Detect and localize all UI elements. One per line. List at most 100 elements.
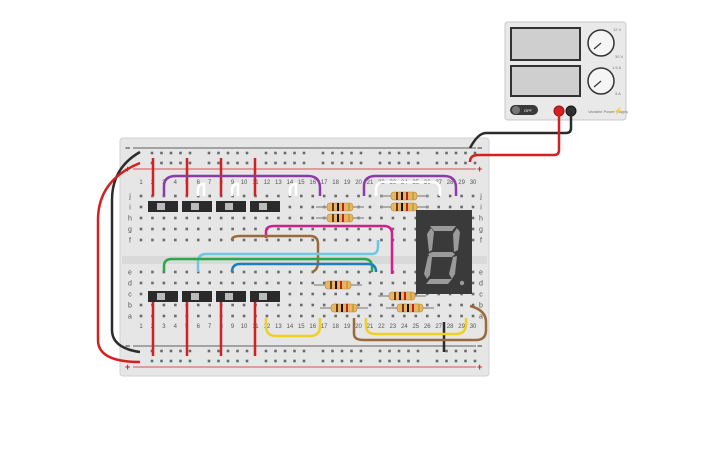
breadboard-hole[interactable]	[380, 303, 383, 307]
purple-wire-right[interactable]	[362, 174, 458, 196]
rail-hole[interactable]	[407, 359, 410, 363]
breadboard-hole[interactable]	[425, 314, 429, 318]
rail-hole[interactable]	[435, 161, 439, 165]
rail-hole[interactable]	[226, 151, 230, 155]
rail-hole[interactable]	[169, 151, 173, 155]
rail-hole[interactable]	[160, 161, 163, 165]
breadboard-hole[interactable]	[300, 303, 303, 307]
rail-hole[interactable]	[302, 349, 306, 353]
breadboard-hole[interactable]	[414, 281, 418, 285]
rail-hole[interactable]	[359, 359, 363, 363]
rail-hole[interactable]	[407, 349, 410, 353]
breadboard-hole[interactable]	[322, 270, 326, 274]
breadboard-hole[interactable]	[437, 303, 440, 307]
breadboard-hole[interactable]	[242, 238, 246, 242]
breadboard-hole[interactable]	[151, 216, 154, 220]
breadboard-hole[interactable]	[231, 216, 234, 220]
rail-hole[interactable]	[397, 161, 401, 165]
breadboard-hole[interactable]	[162, 216, 166, 220]
breadboard-hole[interactable]	[414, 314, 418, 318]
breadboard-hole[interactable]	[219, 281, 223, 285]
breadboard-hole[interactable]	[277, 314, 280, 318]
breadboard-hole[interactable]	[311, 238, 315, 242]
breadboard-hole[interactable]	[208, 303, 211, 307]
breadboard-hole[interactable]	[277, 216, 280, 220]
slide-switch-bottom-2[interactable]	[182, 291, 212, 302]
signal-wires[interactable]	[162, 174, 488, 342]
breadboard-hole[interactable]	[265, 303, 269, 307]
breadboard-hole[interactable]	[242, 314, 246, 318]
breadboard-hole[interactable]	[368, 194, 372, 198]
breadboard-hole[interactable]	[437, 314, 440, 318]
breadboard-hole[interactable]	[288, 281, 292, 285]
resistor[interactable]	[316, 202, 364, 212]
breadboard-hole[interactable]	[322, 314, 326, 318]
yellow-wire-right[interactable]	[364, 318, 468, 336]
breadboard-hole[interactable]	[139, 205, 143, 209]
breadboard-hole[interactable]	[288, 205, 292, 209]
rail-hole[interactable]	[331, 359, 334, 363]
breadboard-hole[interactable]	[300, 227, 303, 231]
rail-hole[interactable]	[302, 359, 306, 363]
breadboard-hole[interactable]	[151, 238, 154, 242]
breadboard-hole[interactable]	[403, 270, 406, 274]
breadboard-hole[interactable]	[403, 281, 406, 285]
rail-hole[interactable]	[388, 359, 391, 363]
rail-hole[interactable]	[179, 359, 182, 363]
rail-hole[interactable]	[236, 151, 239, 155]
slide-switch-bottom-3[interactable]	[216, 291, 246, 302]
breadboard-hole[interactable]	[460, 194, 463, 198]
rail-hole[interactable]	[283, 359, 287, 363]
slide-switch-bottom-4[interactable]	[250, 291, 280, 302]
magenta-wire[interactable]	[264, 224, 394, 274]
rail-hole[interactable]	[293, 151, 296, 155]
breadboard-hole[interactable]	[403, 314, 406, 318]
breadboard-hole[interactable]	[322, 281, 326, 285]
rail-hole[interactable]	[397, 151, 401, 155]
breadboard-hole[interactable]	[196, 314, 200, 318]
rail-hole[interactable]	[378, 349, 382, 353]
breadboard-hole[interactable]	[380, 281, 383, 285]
rail-hole[interactable]	[264, 349, 268, 353]
breadboard-hole[interactable]	[288, 227, 292, 231]
breadboard-hole[interactable]	[277, 227, 280, 231]
seven-segment-display[interactable]	[416, 210, 472, 294]
rail-hole[interactable]	[340, 349, 344, 353]
brown-wire-middle[interactable]	[230, 234, 320, 274]
slide-switch-top-1[interactable]	[148, 201, 178, 212]
breadboard-hole[interactable]	[265, 194, 269, 198]
rail-hole[interactable]	[454, 359, 458, 363]
breadboard-hole[interactable]	[196, 227, 200, 231]
rail-hole[interactable]	[150, 151, 154, 155]
rail-hole[interactable]	[274, 151, 277, 155]
breadboard-hole[interactable]	[254, 270, 257, 274]
breadboard-hole[interactable]	[448, 314, 452, 318]
rail-hole[interactable]	[331, 151, 334, 155]
breadboard-hole[interactable]	[185, 216, 189, 220]
breadboard-hole[interactable]	[471, 227, 475, 231]
breadboard-hole[interactable]	[334, 194, 337, 198]
breadboard-hole[interactable]	[208, 238, 211, 242]
breadboard-hole[interactable]	[368, 238, 372, 242]
breadboard-hole[interactable]	[368, 303, 372, 307]
rail-hole[interactable]	[378, 161, 382, 165]
rail-hole[interactable]	[378, 151, 382, 155]
breadboard-hole[interactable]	[254, 238, 257, 242]
rail-hole[interactable]	[473, 359, 477, 363]
breadboard-hole[interactable]	[231, 227, 234, 231]
resistors[interactable]	[314, 191, 434, 313]
breadboard-hole[interactable]	[414, 216, 418, 220]
breadboard-hole[interactable]	[139, 216, 143, 220]
breadboard-hole[interactable]	[139, 227, 143, 231]
breadboard-hole[interactable]	[403, 238, 406, 242]
breadboard-hole[interactable]	[368, 216, 372, 220]
rail-hole[interactable]	[340, 359, 344, 363]
black-wire-psu[interactable]	[468, 111, 573, 149]
rail-hole[interactable]	[293, 161, 296, 165]
rail-hole[interactable]	[293, 359, 296, 363]
breadboard-hole[interactable]	[414, 292, 418, 296]
rail-hole[interactable]	[169, 349, 173, 353]
breadboard-hole[interactable]	[208, 227, 211, 231]
rail-hole[interactable]	[283, 349, 287, 353]
